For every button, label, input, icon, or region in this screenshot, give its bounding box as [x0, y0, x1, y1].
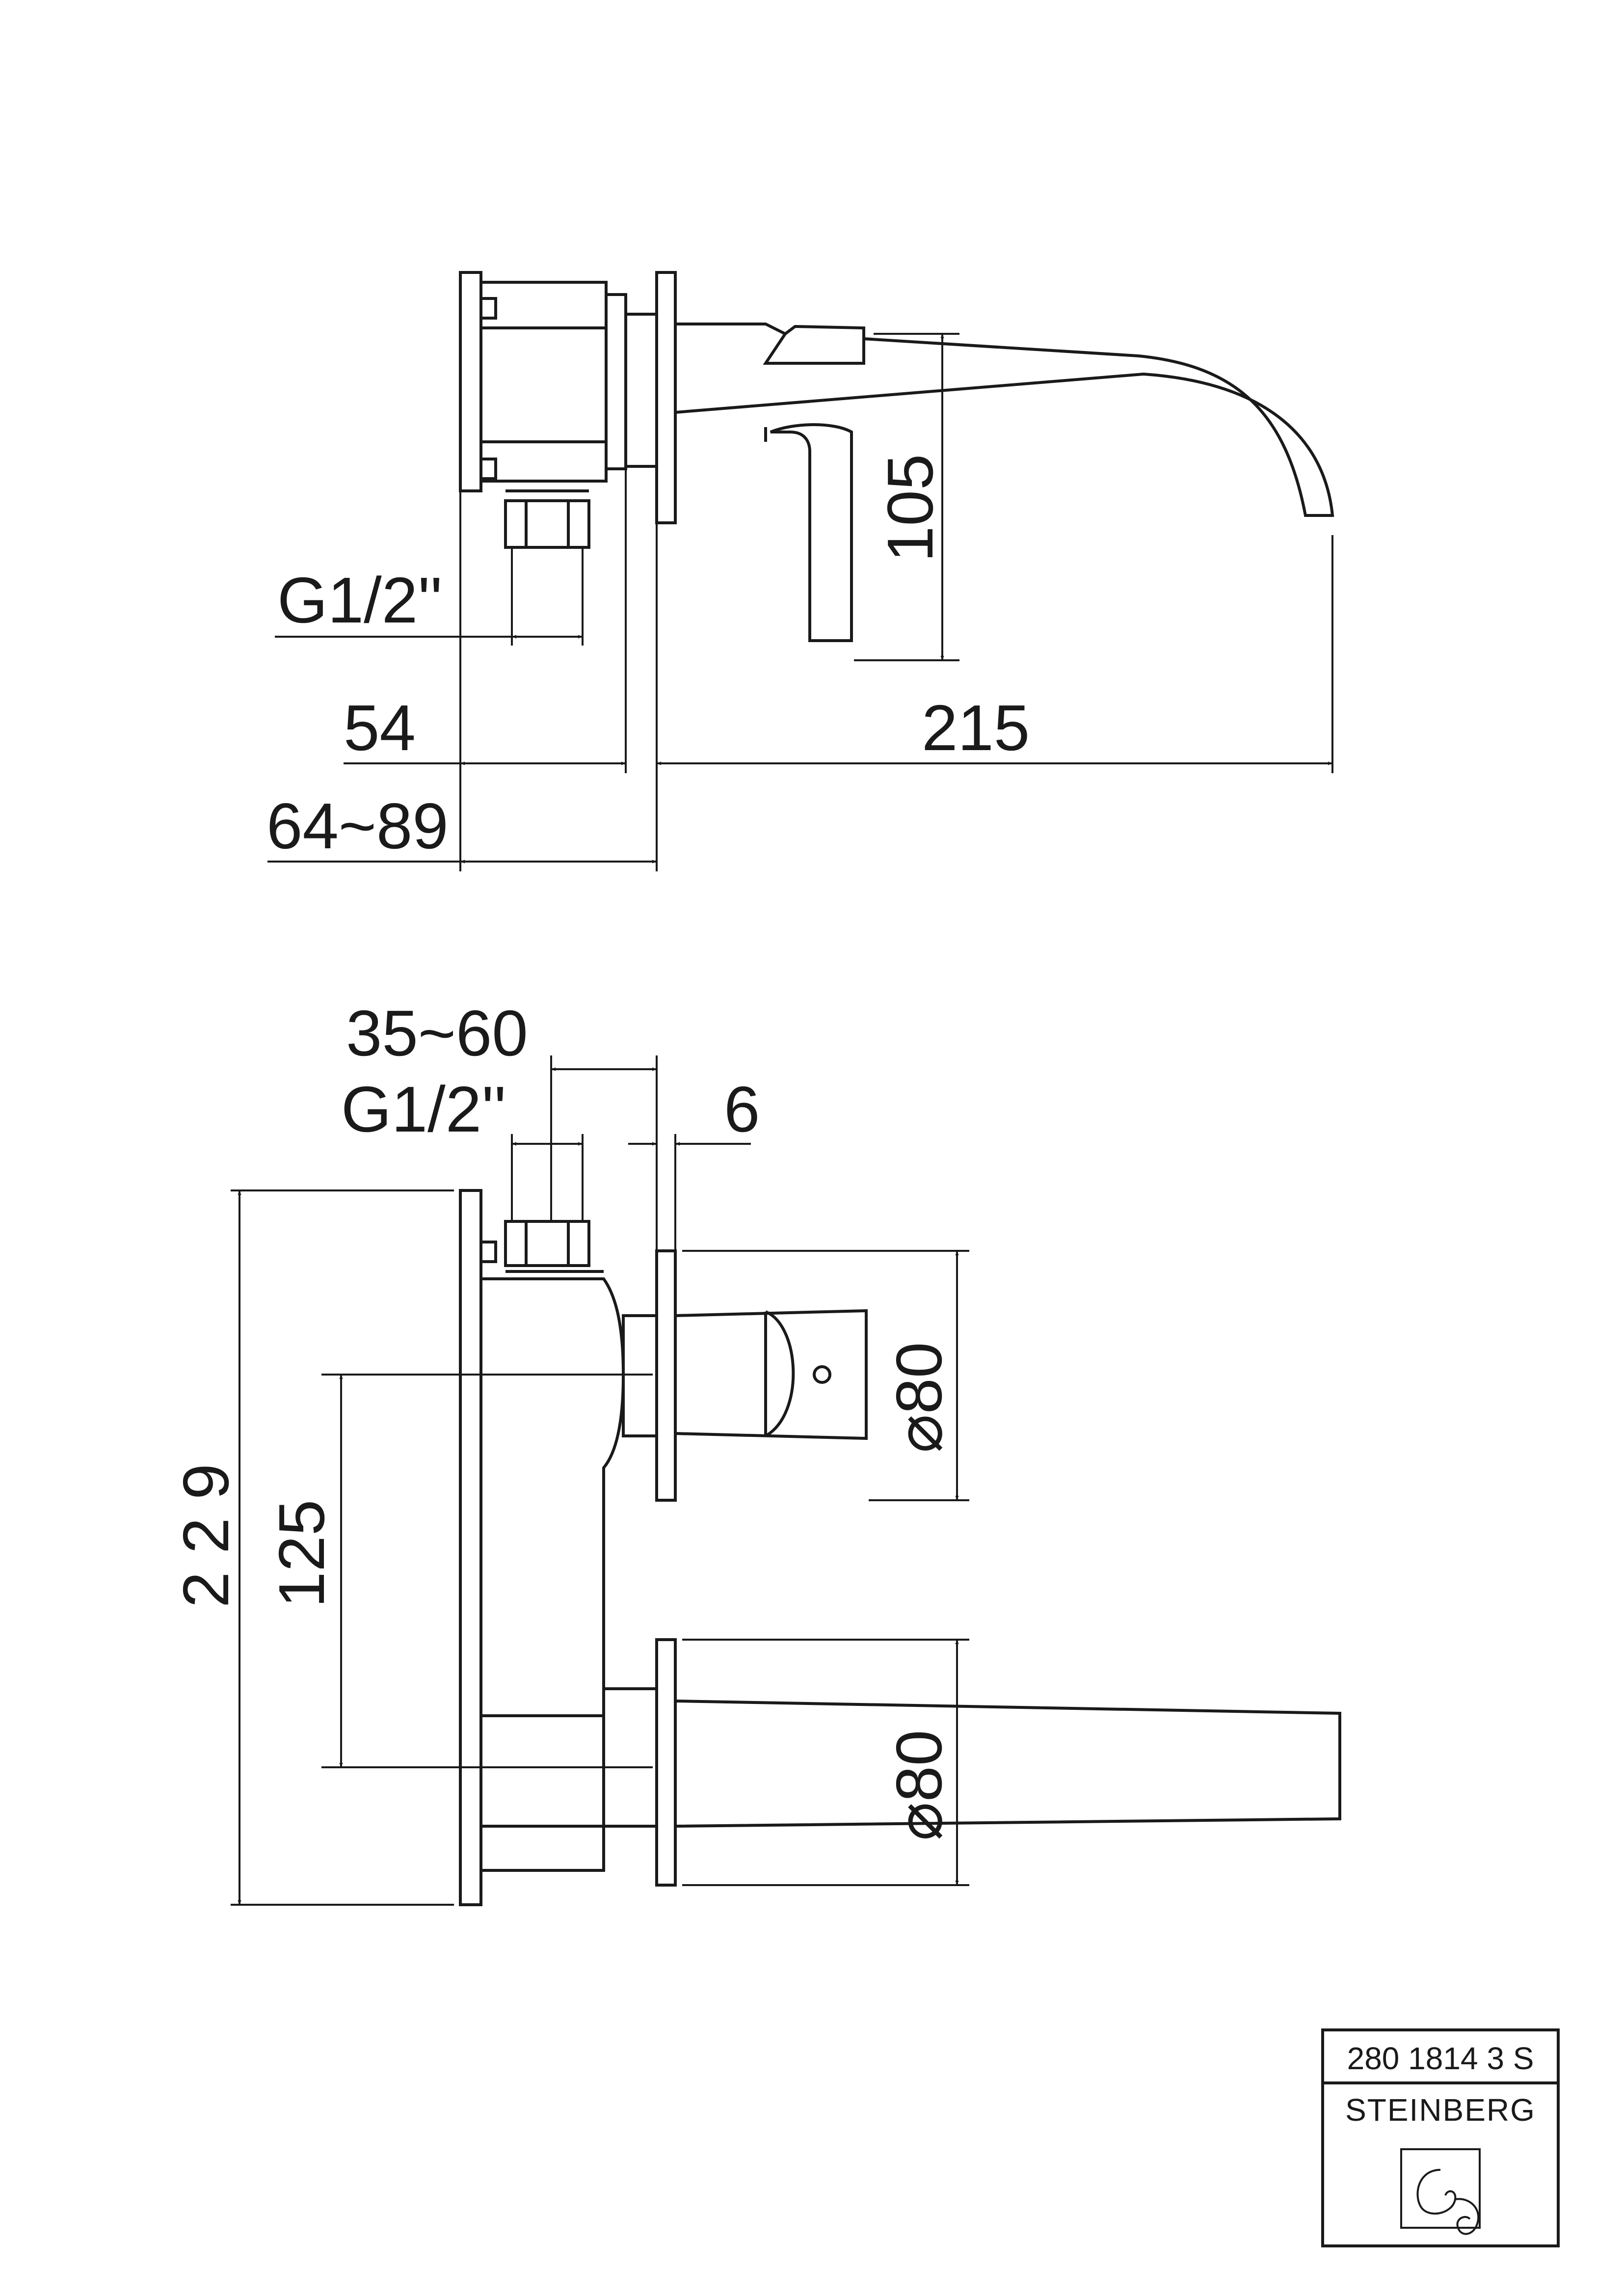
side-view: G1/2'' 54 215 105 64~89	[266, 271, 1334, 871]
spout-rosette	[655, 1638, 677, 1887]
handle-screw-hole	[813, 1365, 831, 1384]
rosette-thickness-label: 6	[724, 1073, 760, 1145]
valve-body	[479, 281, 608, 483]
screw-top	[479, 297, 497, 320]
spout-rosette-diameter-label: ⌀80	[883, 1730, 955, 1841]
front-thread-label: G1/2''	[341, 1073, 506, 1145]
mounting-plate	[459, 271, 482, 492]
brand-logo-icon	[1400, 2148, 1481, 2235]
pipe-connector	[504, 499, 590, 549]
spout-front	[674, 1699, 1341, 1828]
overall-height-label: 2 2 9	[170, 1463, 242, 1608]
wall-range-side-label: 64~89	[266, 790, 449, 862]
front-pipe-connector	[504, 1220, 590, 1267]
title-block: 280 1814 3 S STEINBERG	[1321, 2028, 1560, 2247]
handle-lever-front	[674, 1309, 868, 1440]
depth-54-label: 54	[344, 692, 416, 764]
article-number: 280 1814 3 S	[1347, 2041, 1534, 2076]
lever-handle	[770, 423, 853, 642]
rosette-side	[655, 271, 677, 524]
height-105-label: 105	[874, 454, 946, 562]
wall-range-front-label: 35~60	[346, 997, 528, 1069]
front-valve-body	[479, 1277, 625, 1872]
front-view: 35~60 G1/2'' 6 2 2 9 125 ⌀80 ⌀80	[170, 997, 1341, 1906]
projection-215-label: 215	[922, 692, 1030, 764]
handle-rosette-diameter-label: ⌀80	[883, 1342, 955, 1453]
center-distance-label: 125	[266, 1500, 338, 1608]
side-thread-label: G1/2''	[277, 564, 443, 636]
handle-rosette	[655, 1249, 677, 1502]
brand-name: STEINBERG	[1345, 2092, 1536, 2128]
screw-bottom	[479, 458, 497, 480]
lever-top	[763, 324, 865, 365]
spout-side	[674, 323, 1334, 517]
front-mounting-plate	[459, 1189, 482, 1906]
